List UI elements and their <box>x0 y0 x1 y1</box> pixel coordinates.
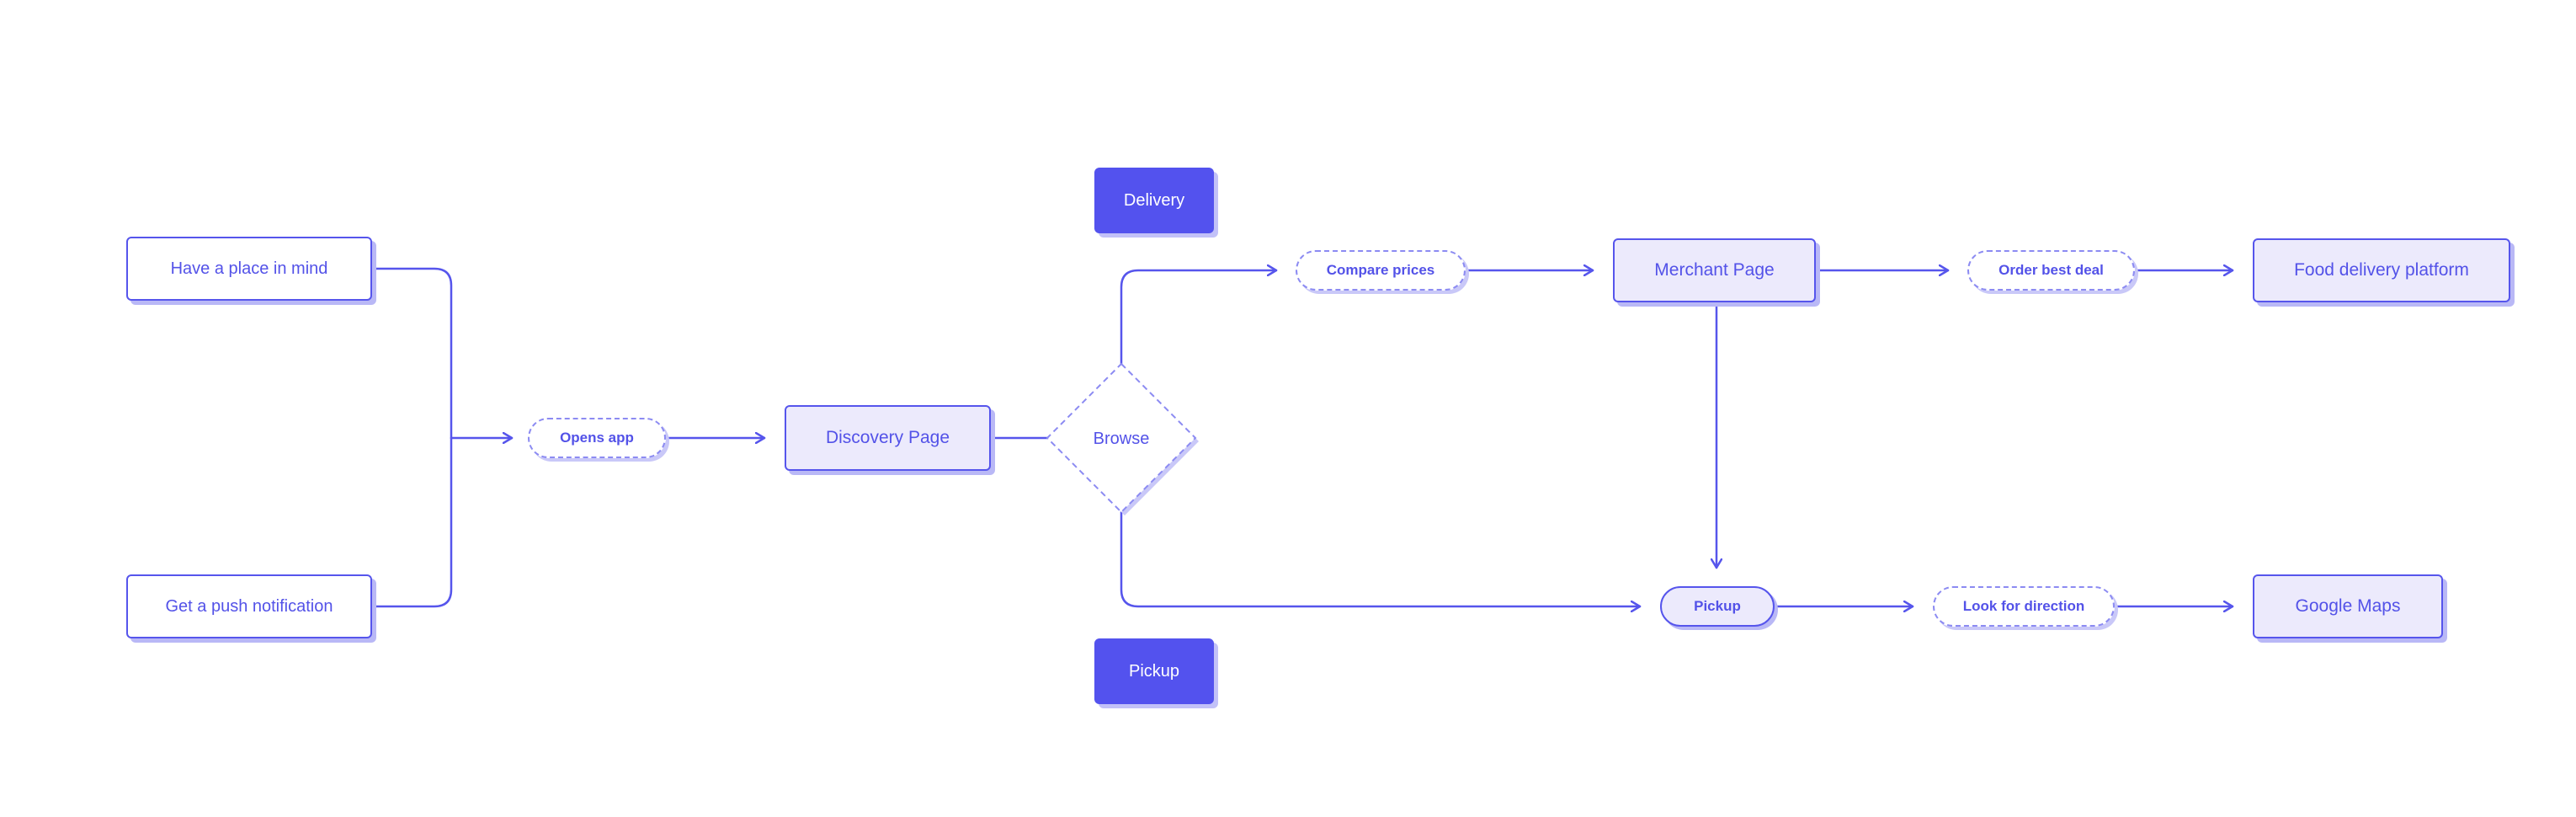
node-order-best-deal[interactable]: Order best deal <box>1967 250 2135 291</box>
browse-label: Browse <box>1093 429 1150 448</box>
arrow-browse-to-compare <box>1120 270 1278 366</box>
arrow-browse-to-pickup <box>1120 510 1642 606</box>
node-discovery-page[interactable]: Discovery Page <box>785 405 991 471</box>
node-look-for-direction[interactable]: Look for direction <box>1933 586 2115 627</box>
connector-push-notification <box>374 436 453 608</box>
node-push-notification[interactable]: Get a push notification <box>126 574 372 638</box>
tag-pickup: Pickup <box>1094 638 1214 704</box>
node-have-place-in-mind[interactable]: Have a place in mind <box>126 237 372 301</box>
node-opens-app[interactable]: Opens app <box>528 418 666 458</box>
connector-have-place <box>374 267 453 440</box>
tag-delivery: Delivery <box>1094 168 1214 233</box>
node-food-delivery-platform[interactable]: Food delivery platform <box>2253 238 2510 302</box>
browse-diamond[interactable] <box>1046 362 1197 514</box>
node-google-maps[interactable]: Google Maps <box>2253 574 2443 638</box>
node-pickup[interactable]: Pickup <box>1660 586 1775 627</box>
node-compare-prices[interactable]: Compare prices <box>1296 250 1466 291</box>
node-merchant-page[interactable]: Merchant Page <box>1613 238 1816 302</box>
